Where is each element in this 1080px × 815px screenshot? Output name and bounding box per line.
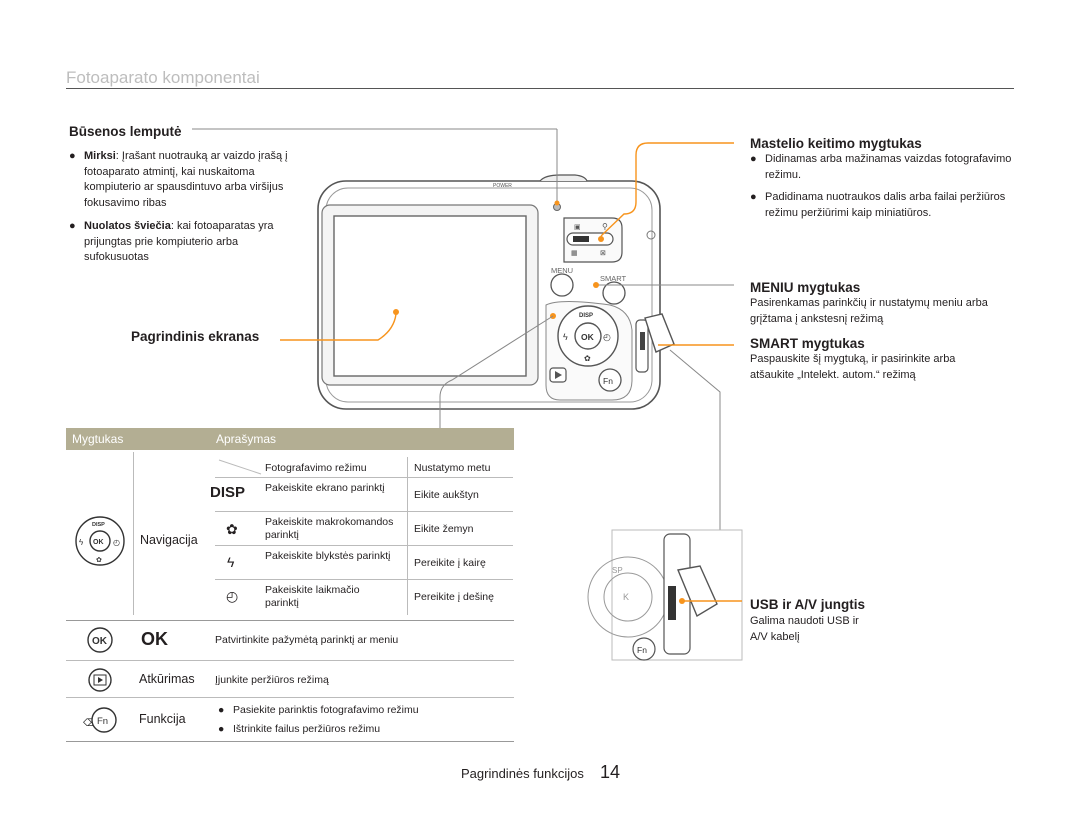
- function-bullet-2: ●Ištrinkite failus peržiūros režimu: [218, 723, 381, 735]
- nav-row-2-shoot: Pakeiskite makrokomandos parinktį: [265, 516, 394, 541]
- svg-text:⌫: ⌫: [83, 718, 97, 729]
- svg-text:DISP: DISP: [579, 313, 593, 319]
- svg-text:⊠: ⊠: [600, 250, 606, 257]
- status-light-bullet-2: ●Nuolatos šviečia: kai fotoaparatas yra …: [69, 220, 274, 263]
- navigation-label: Navigacija: [140, 533, 198, 547]
- playback-label: Atkūrimas: [139, 672, 195, 686]
- function-bullet-1: ●Pasiekite parinktis fotografavimo režim…: [218, 704, 419, 716]
- fn-icon: ⌫ Fn: [83, 707, 117, 733]
- page-number: 14: [600, 762, 621, 782]
- table-header-description: Aprašymas: [210, 428, 514, 450]
- table-header-button: Mygtukas: [66, 428, 214, 450]
- ok-icon: OK: [87, 627, 113, 653]
- svg-text:▦: ▦: [571, 250, 578, 257]
- flash-icon: ϟ: [227, 554, 235, 570]
- menu-heading: MENIU mygtukas: [750, 280, 861, 295]
- svg-text:SP: SP: [612, 566, 623, 575]
- nav-row-1-setting: Eikite aukštyn: [414, 489, 479, 501]
- menu-label: MENU: [551, 266, 573, 275]
- nav-row-2-setting: Eikite žemyn: [414, 523, 474, 535]
- svg-text:ϟ: ϟ: [79, 538, 84, 547]
- fn-button: [598, 368, 622, 392]
- svg-text:DISP: DISP: [92, 522, 105, 528]
- svg-text:✿: ✿: [584, 354, 591, 363]
- svg-text:◴: ◴: [113, 538, 120, 547]
- nav-row-3-setting: Pereikite į kairę: [414, 557, 486, 569]
- macro-icon: ✿: [226, 521, 238, 537]
- status-light-bullet-1: ●Mirksi: Įrašant nuotrauką ar vaizdo įra…: [69, 150, 288, 209]
- svg-text:OK: OK: [581, 332, 595, 342]
- title-divider: [66, 88, 1014, 89]
- menu-button: [550, 273, 574, 297]
- playback-description: Įjunkite peržiūros režimą: [215, 674, 329, 686]
- nav-row-4-shoot: Pakeiskite laikmačio parinktį: [265, 584, 360, 609]
- zoom-bullet-2: ●Padidinama nuotraukos dalis arba failai…: [750, 191, 1006, 219]
- svg-text:Fn: Fn: [637, 645, 647, 655]
- disp-icon: DISP: [210, 484, 246, 501]
- svg-text:OK: OK: [93, 539, 104, 546]
- svg-text:Fn: Fn: [97, 716, 108, 727]
- svg-text:▣: ▣: [574, 224, 581, 231]
- ok-description: Patvirtinkite pažymėtą parinktį ar meniu: [215, 634, 399, 646]
- main-screen-label: Pagrindinis ekranas: [131, 329, 260, 344]
- svg-text:OK: OK: [92, 636, 108, 647]
- footer-section-label: Pagrindinės funkcijos: [461, 766, 584, 781]
- status-light-heading: Būsenos lemputė: [69, 124, 182, 139]
- smart-description: Paspauskite šį mygtuką, ir pasirinkite a…: [750, 353, 956, 381]
- usb-description: Galima naudoti USB ir A/V kabelį: [750, 615, 859, 643]
- nav-row-1-shoot: Pakeiskite ekrano parinktį: [265, 482, 385, 494]
- nav-row-3-shoot: Pakeiskite blykstės parinktį: [265, 550, 391, 562]
- svg-text:ϟ: ϟ: [563, 332, 568, 342]
- zoom-bullet-1: ●Didinamas arba mažinamas vaizdas fotogr…: [750, 153, 1012, 181]
- svg-text:⚲: ⚲: [602, 222, 608, 231]
- nav-subheader-shooting: Fotografavimo režimu: [265, 462, 367, 474]
- zoom-callout-dot: [598, 236, 604, 242]
- smart-heading: SMART mygtukas: [750, 336, 865, 351]
- function-label: Funkcija: [139, 712, 186, 726]
- smart-label: SMART: [600, 274, 627, 283]
- smart-button: [602, 281, 626, 305]
- usb-port-inset: SP K Fn: [587, 529, 743, 661]
- zoom-heading: Mastelio keitimo mygtukas: [750, 136, 922, 151]
- ok-button: [574, 322, 602, 350]
- playback-icon: [88, 668, 112, 692]
- usb-heading: USB ir A/V jungtis: [750, 597, 866, 612]
- svg-text:K: K: [623, 592, 629, 602]
- menu-description: Pasirenkamas parinkčių ir nustatymų meni…: [750, 297, 988, 325]
- page-title: Fotoaparato komponentai: [66, 68, 260, 87]
- svg-text:Fn: Fn: [603, 376, 613, 386]
- nav-subheader-setting: Nustatymo metu: [414, 462, 491, 474]
- ok-label: OK: [141, 629, 168, 649]
- power-label: POWER: [493, 183, 512, 189]
- timer-icon: ◴: [226, 588, 239, 604]
- svg-text:◴: ◴: [603, 332, 611, 342]
- navigation-pad-icon: OK DISP ϟ ◴ ✿: [75, 516, 125, 566]
- svg-text:✿: ✿: [96, 557, 102, 564]
- nav-row-4-setting: Pereikite į dešinę: [414, 591, 494, 603]
